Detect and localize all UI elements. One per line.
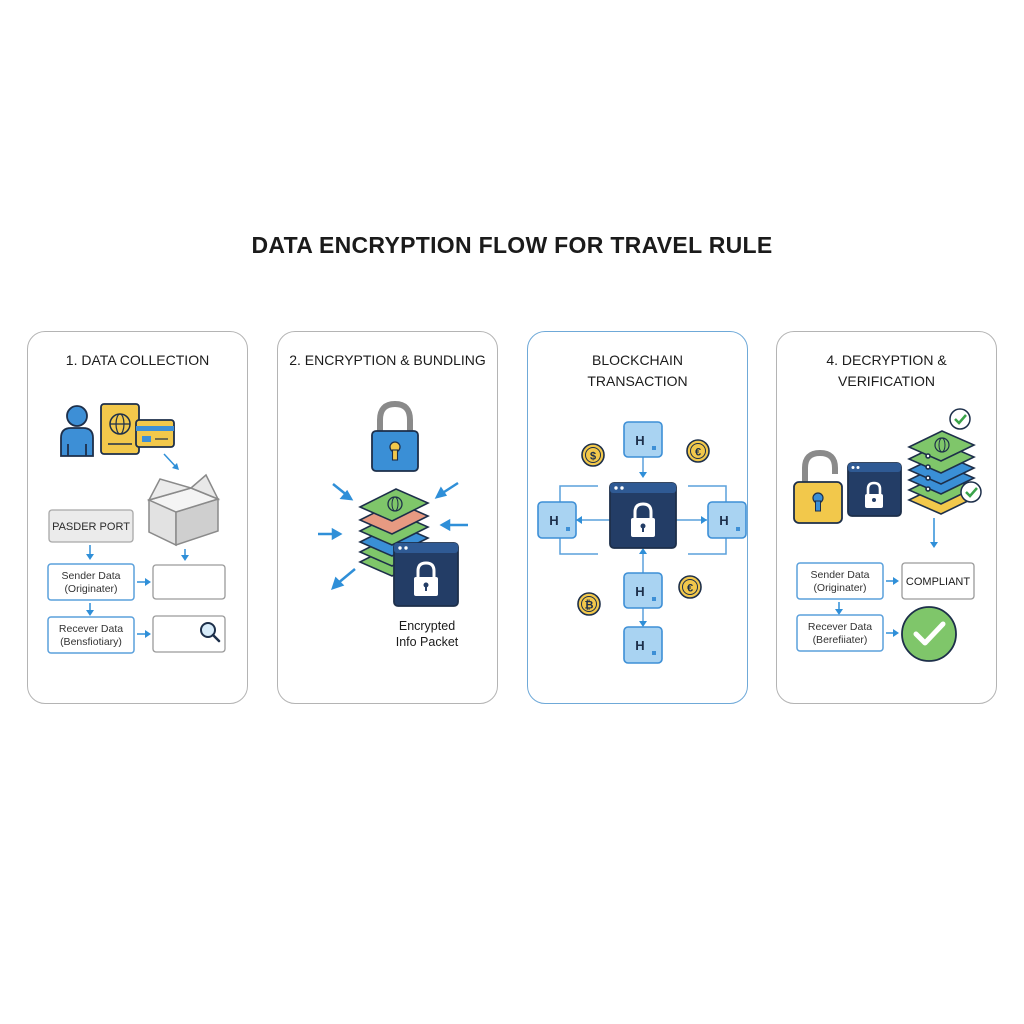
hash-node: H bbox=[623, 421, 663, 458]
passport-icon bbox=[100, 403, 140, 455]
node-label: H bbox=[635, 433, 644, 448]
empty-field bbox=[152, 564, 226, 600]
receiver-data-box: Recever Data (Berefiiater) bbox=[796, 614, 884, 652]
node-label: H bbox=[719, 513, 728, 528]
receiver-sublabel: (Berefiiater) bbox=[813, 634, 868, 646]
box-icon bbox=[146, 473, 221, 547]
coin-icon: ₿ bbox=[577, 592, 601, 616]
padlock-icon bbox=[371, 400, 419, 472]
data-layer-stack bbox=[907, 430, 976, 515]
hash-node: H bbox=[537, 501, 577, 539]
compliant-box: COMPLIANT bbox=[901, 562, 975, 600]
passport-port-label: PASDER PORT bbox=[52, 521, 130, 533]
hash-node: H bbox=[623, 572, 663, 609]
sender-data-box: Sender Data (Originater) bbox=[47, 563, 135, 601]
receiver-label: Recever Data bbox=[808, 621, 872, 633]
coin-symbol: € bbox=[687, 583, 693, 595]
checkmark-icon bbox=[901, 606, 957, 662]
receiver-label: Recever Data bbox=[59, 623, 123, 635]
checkmark-icon bbox=[960, 481, 982, 503]
node-label: H bbox=[635, 638, 644, 653]
caption-line1: Encrypted bbox=[399, 619, 455, 633]
arrow bbox=[86, 545, 189, 561]
arrow bbox=[886, 577, 899, 585]
coin-icon: € bbox=[686, 439, 710, 463]
arrow bbox=[163, 453, 179, 470]
receiver-data-box: Recever Data (Bensfiotiary) bbox=[47, 616, 135, 654]
arrow bbox=[886, 629, 899, 637]
coin-symbol: € bbox=[695, 447, 701, 459]
passport-port-box: PASDER PORT bbox=[48, 509, 134, 543]
panel-title: 4. DECRYPTION & VERIFICATION bbox=[826, 352, 947, 389]
panel-title-line1: BLOCKCHAIN bbox=[591, 352, 684, 368]
arrow bbox=[318, 481, 468, 590]
hash-node: H bbox=[707, 501, 747, 539]
compliant-label: COMPLIANT bbox=[906, 576, 970, 588]
arrow bbox=[930, 518, 938, 548]
magnifier-icon bbox=[200, 622, 221, 643]
arrow bbox=[137, 630, 151, 638]
sender-label: Sender Data bbox=[811, 569, 870, 581]
panel-title: 1. DATA COLLECTION bbox=[65, 352, 210, 368]
panel-title: 2. ENCRYPTION & BUNDLING bbox=[289, 352, 486, 368]
panel-decryption-verification: 4. DECRYPTION & VERIFICATION bbox=[776, 331, 997, 704]
browser-window-icon bbox=[393, 542, 459, 607]
person-icon bbox=[60, 405, 94, 457]
sender-sublabel: (Originater) bbox=[813, 582, 866, 594]
coin-symbol: ₿ bbox=[585, 600, 594, 612]
connector-lines bbox=[559, 456, 727, 624]
receiver-sublabel: (Bensfiotiary) bbox=[60, 636, 122, 648]
hash-node: H bbox=[623, 626, 663, 664]
credit-card-icon bbox=[135, 419, 175, 448]
panel-data-collection: 1. DATA COLLECTION bbox=[27, 331, 248, 704]
coin-icon: $ bbox=[581, 443, 605, 467]
panel-title-line2: TRANSACTION bbox=[587, 373, 688, 389]
page-title: DATA ENCRYPTION FLOW FOR TRAVEL RULE bbox=[251, 232, 773, 258]
caption-line2: Info Packet bbox=[396, 635, 459, 649]
node-label: H bbox=[635, 584, 644, 599]
browser-window-icon bbox=[847, 462, 902, 517]
checkmark-icon bbox=[949, 408, 971, 430]
sender-sublabel: (Originater) bbox=[64, 583, 117, 595]
coin-symbol: $ bbox=[590, 451, 596, 463]
arrow bbox=[137, 578, 151, 586]
panel-encryption-bundling: 2. ENCRYPTION & BUNDLING bbox=[277, 331, 498, 704]
browser-window-icon bbox=[609, 482, 677, 549]
sender-data-box: Sender Data (Originater) bbox=[796, 562, 884, 600]
node-label: H bbox=[549, 513, 558, 528]
arrow bbox=[86, 603, 94, 616]
padlock-icon bbox=[793, 449, 843, 524]
sender-label: Sender Data bbox=[62, 570, 121, 582]
panel-blockchain-transaction: BLOCKCHAIN TRANSACTION bbox=[527, 331, 748, 704]
arrow bbox=[835, 602, 843, 615]
arrow bbox=[576, 472, 707, 627]
coin-icon: € bbox=[678, 575, 702, 599]
